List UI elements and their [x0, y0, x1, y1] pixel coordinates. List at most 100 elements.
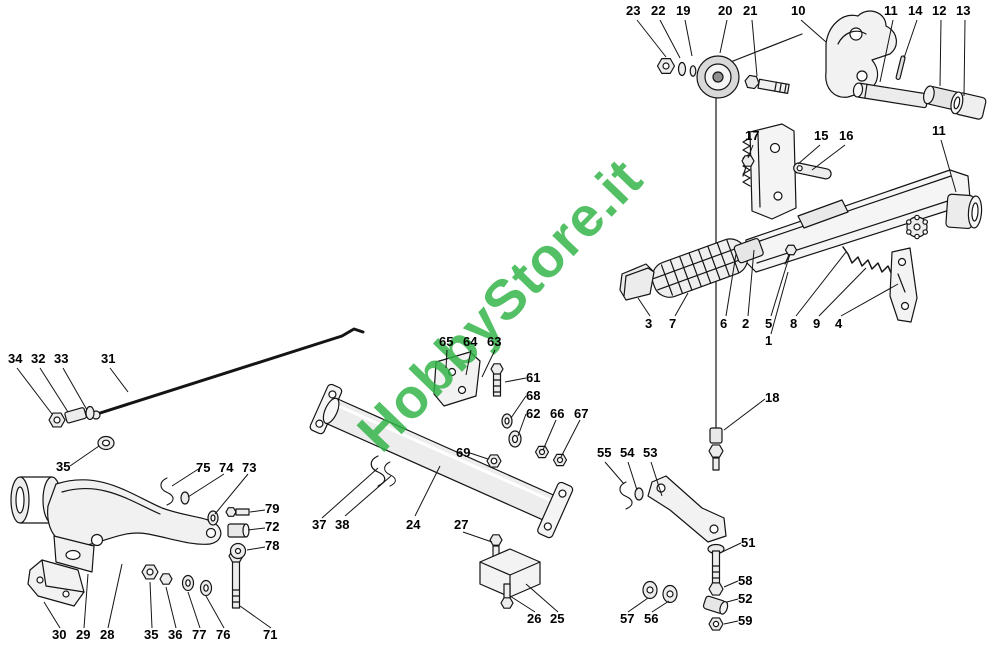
part-label-9: 9 — [813, 316, 821, 331]
leader-line-74 — [187, 473, 225, 498]
leader-line-59 — [723, 620, 739, 625]
part-label-11: 11 — [884, 3, 898, 18]
leader-line-5 — [770, 253, 791, 317]
part-label-54: 54 — [620, 445, 635, 460]
left-lift-arm — [10, 476, 222, 573]
part-label-14: 14 — [908, 3, 923, 18]
part-label-26: 26 — [527, 611, 542, 626]
pivot-shaft — [852, 82, 929, 109]
part-label-11: 11 — [932, 123, 946, 138]
part-label-3: 3 — [645, 316, 653, 331]
leader-line-15 — [797, 144, 821, 165]
handle-pivot-sleeve — [733, 237, 764, 264]
arm-bolt — [229, 550, 243, 609]
frame-end-bushing — [945, 193, 983, 230]
lower-support-bracket — [889, 247, 918, 323]
leader-line-71 — [239, 605, 272, 629]
frame-bolt — [785, 245, 797, 265]
leader-line-31 — [109, 367, 129, 393]
part-label-10: 10 — [791, 3, 806, 18]
part-label-1: 1 — [765, 333, 773, 348]
part-label-57: 57 — [620, 611, 635, 626]
leader-line-11 — [940, 139, 957, 193]
leader-line-38 — [344, 475, 392, 517]
tube-weld-plate — [433, 351, 481, 407]
leader-line-35 — [149, 581, 153, 629]
part-label-31: 31 — [101, 351, 116, 366]
link-clips — [619, 481, 644, 510]
part-label-2: 2 — [742, 316, 750, 331]
leader-line-63 — [481, 349, 496, 378]
part-label-25: 25 — [550, 611, 565, 626]
leader-line-62 — [517, 413, 527, 437]
part-label-63: 63 — [487, 334, 502, 349]
leader-line-68 — [510, 395, 527, 419]
leader-line-26 — [509, 595, 536, 613]
part-label-4: 4 — [835, 316, 843, 331]
part-label-24: 24 — [406, 517, 421, 532]
cable-adjuster — [709, 427, 723, 471]
leader-line-30 — [43, 601, 61, 629]
pulley-bolt — [744, 75, 790, 94]
cross-shaft-tube — [309, 383, 574, 539]
link-fittings — [226, 508, 250, 560]
leader-line-69 — [469, 452, 489, 460]
leader-line-10 — [800, 19, 827, 43]
leader-line-17 — [747, 144, 754, 159]
part-label-33: 33 — [54, 351, 69, 366]
leader-line-55 — [604, 461, 625, 485]
end-bushing — [950, 91, 987, 120]
part-label-67: 67 — [574, 406, 589, 421]
arm-support-bracket — [27, 559, 85, 607]
part-label-5: 5 — [765, 316, 773, 331]
lift-link-plate — [647, 475, 727, 543]
part-label-15: 15 — [814, 128, 829, 143]
leader-line-54 — [627, 461, 638, 491]
leader-line-78 — [246, 546, 266, 551]
leader-line-11 — [879, 19, 894, 83]
part-label-77: 77 — [192, 627, 207, 642]
part-label-8: 8 — [790, 316, 798, 331]
part-label-27: 27 — [454, 517, 469, 532]
leader-line-22 — [659, 19, 681, 59]
part-label-72: 72 — [265, 519, 280, 534]
leader-line-51 — [721, 542, 742, 553]
part-label-7: 7 — [669, 316, 677, 331]
leader-line-79 — [249, 509, 266, 513]
part-label-19: 19 — [676, 3, 691, 18]
part-label-51: 51 — [741, 535, 756, 550]
leader-line-9 — [818, 267, 867, 317]
retainer-clips — [160, 477, 219, 526]
part-label-61: 61 — [526, 370, 541, 385]
part-label-29: 29 — [76, 627, 91, 642]
part-label-73: 73 — [242, 460, 257, 475]
leader-line-28 — [107, 563, 123, 629]
leader-line-18 — [723, 398, 766, 431]
leader-line-4 — [840, 283, 899, 317]
part-label-18: 18 — [765, 390, 780, 405]
leader-line-24 — [414, 465, 441, 517]
part-label-75: 75 — [196, 460, 211, 475]
leader-line-73 — [214, 473, 249, 515]
part-label-65: 65 — [439, 334, 454, 349]
part-label-23: 23 — [626, 3, 641, 18]
leader-line-75 — [171, 467, 201, 487]
leader-line-34 — [16, 367, 53, 415]
cable-pulley — [696, 55, 740, 99]
part-label-30: 30 — [52, 627, 67, 642]
pulley-fasteners — [658, 59, 697, 77]
leader-line-23 — [636, 19, 667, 58]
part-label-64: 64 — [463, 334, 478, 349]
quadrant-bolt — [742, 156, 754, 177]
part-label-21: 21 — [743, 3, 758, 18]
leader-line-72 — [247, 527, 266, 531]
leader-line-16 — [811, 144, 846, 171]
quadrant-link-bar — [793, 162, 832, 180]
leader-line-1 — [770, 271, 789, 335]
leader-line-76 — [205, 595, 225, 629]
part-label-34: 34 — [8, 351, 23, 366]
